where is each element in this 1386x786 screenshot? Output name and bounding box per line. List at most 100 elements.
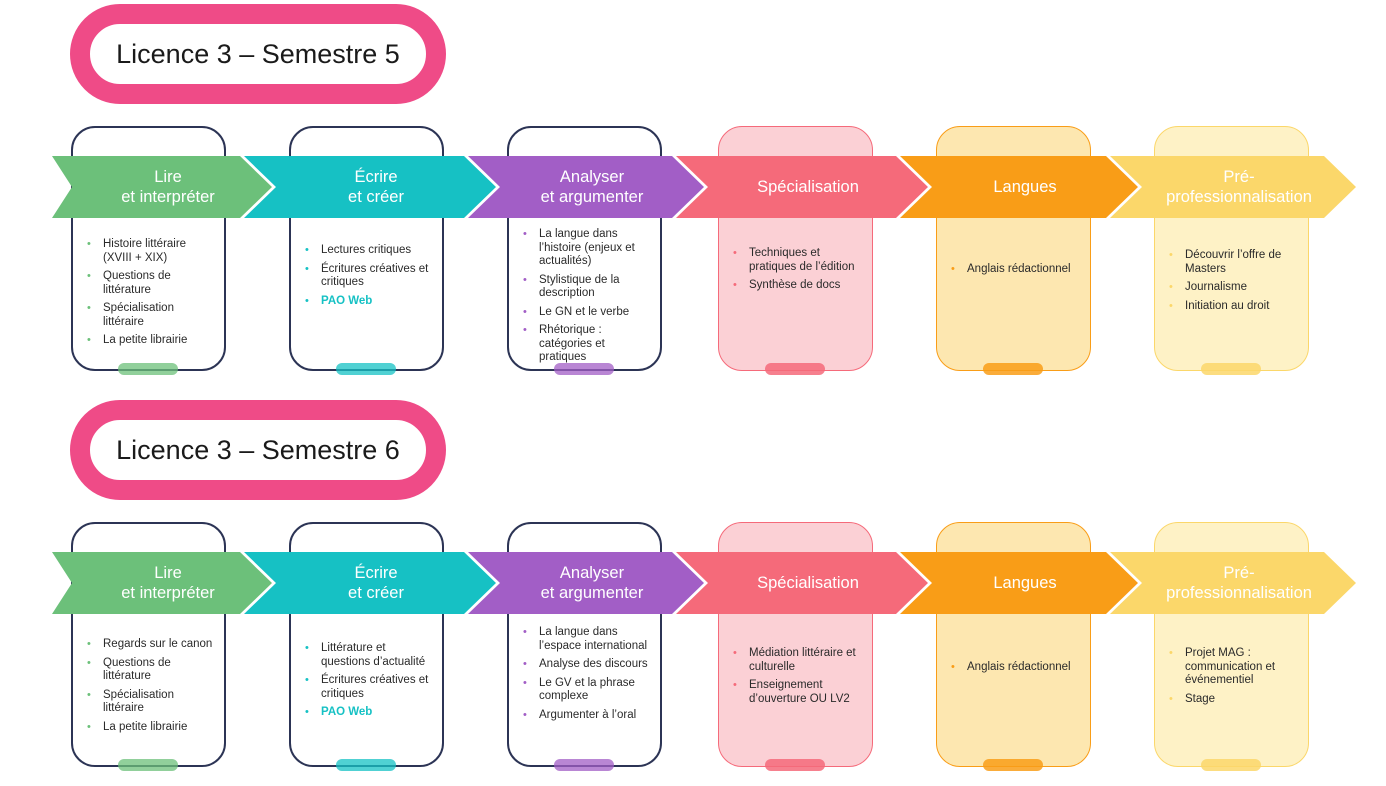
sem6-col1-tab (118, 759, 178, 771)
sem6-title: Licence 3 – Semestre 6 (116, 434, 400, 465)
sem5-col4-chevron: Spécialisation (676, 156, 928, 218)
list-item-text: Journalisme (1185, 281, 1247, 293)
list-item-text: Découvrir l’offre de Masters (1185, 249, 1282, 275)
list-item: • Questions de littérature (87, 657, 218, 684)
sem5-col1-label: Lire et interpréter (121, 168, 215, 206)
list-item: •Argumenter à l’oral (523, 709, 654, 723)
bullet-icon: • (87, 638, 91, 650)
list-item: • Questions de littérature (87, 270, 218, 297)
list-item-text: Spécialisation littéraire (103, 302, 174, 328)
bullet-icon: • (87, 334, 91, 346)
sem5-col1-chevron: Lire et interpréter (52, 156, 272, 218)
bullet-icon: • (87, 688, 91, 701)
sem6-col3-tab (554, 759, 614, 771)
sem5-col5-tab (983, 363, 1043, 375)
bullet-icon: • (87, 656, 91, 669)
bullet-icon: • (523, 273, 527, 286)
sem6-col5-label: Langues (993, 574, 1057, 592)
list-item-text: Écritures créatives et critiques (321, 674, 429, 700)
sem6-title-pill: Licence 3 – Semestre 6 (70, 400, 446, 500)
list-item: •Enseignement d’ouverture OU LV2 (733, 679, 866, 706)
bullet-icon: • (733, 247, 737, 259)
list-item-text: Questions de littérature (103, 656, 171, 683)
sem6-col2-tab (336, 759, 396, 771)
list-item: • Synthèse de docs (733, 279, 866, 293)
sem5-col5-label: Langues (993, 178, 1057, 196)
list-item: •PAO Web (305, 706, 436, 720)
sem6-col1-list: •Regards sur le canon•Questions de litté… (87, 638, 218, 739)
sem6-col2-label: Écrire et créer (348, 564, 404, 602)
sem6-col2-chevron: Écrire et créer (244, 552, 496, 614)
bullet-icon: • (87, 720, 91, 733)
sem5-col2-list: •Lectures critiques•Écritures créatives … (305, 244, 436, 313)
sem6-col4-label: Spécialisation (757, 574, 859, 592)
list-item: •Écritures créatives et critiques (305, 674, 436, 701)
sem5-col2-tab (336, 363, 396, 375)
list-item-text: Le GV et la phrase complexe (539, 676, 635, 703)
sem5-col6-list: • Découvrir l’offre de Masters • Journalism… (1169, 249, 1302, 318)
list-item-text: Médiation littéraire et culturelle (749, 647, 856, 673)
list-item: • Écritures créatives et critiques (305, 263, 436, 290)
sem5-col5-chevron: Langues (900, 156, 1138, 218)
list-item: •Projet MAG : communication et événement… (1169, 647, 1302, 688)
bullet-icon: • (523, 658, 527, 670)
bullet-icon: • (733, 279, 737, 291)
list-item: •Regards sur le canon (87, 638, 218, 652)
bullet-icon: • (87, 238, 91, 250)
sem6-col6-list: •Projet MAG : communication et événement… (1169, 647, 1302, 711)
list-item-text: Rhétorique : catégories et pratiques (539, 324, 605, 363)
list-item: • Spécialisation littéraire (87, 302, 218, 329)
sem5-section: Licence 3 – Semestre 5•Histoire littérai… (0, 0, 1386, 390)
list-item: • Découvrir l’offre de Masters (1169, 249, 1302, 276)
list-item-text: Synthèse de docs (749, 279, 841, 291)
list-item: •Initiation au droit (1169, 300, 1302, 314)
list-item: • Journalisme (1169, 281, 1302, 295)
sem5-col3-label: Analyser et argumenter (540, 168, 644, 206)
sem5-title-pill: Licence 3 – Semestre 5 (70, 4, 446, 104)
bullet-icon: • (87, 302, 91, 314)
sem6-col6-label: Pré- professionnalisation (1166, 564, 1312, 602)
bullet-icon: • (523, 708, 527, 721)
list-item: • La petite librairie (87, 721, 218, 735)
list-item-text: La petite librairie (103, 720, 188, 733)
sem6-col6-tab (1201, 759, 1261, 771)
sem5-col4-list: • Techniques et pratiques de l’édition • Sy… (733, 247, 866, 298)
bullet-icon: • (733, 679, 737, 691)
list-item: •Anglais rédactionnel (951, 661, 1084, 675)
list-item: •Anglais rédactionnel (951, 263, 1084, 277)
list-item: •La langue dans l’histoire (enjeux et ac… (523, 228, 654, 269)
list-item-text: Spécialisation littéraire (103, 688, 174, 715)
list-item-text: Écritures créatives et critiques (321, 262, 429, 289)
bullet-icon: • (523, 228, 527, 240)
list-item: • Analyse des discours (523, 658, 654, 672)
sem6-col1-chevron: Lire et interpréter (52, 552, 272, 614)
list-item: •Rhétorique : catégories et pratiques (523, 324, 654, 365)
sem6-col5-chevron: Langues (900, 552, 1138, 614)
list-item-text: Questions de littérature (103, 270, 171, 296)
bullet-icon: • (1169, 281, 1173, 293)
list-item: •Le GN et le verbe (523, 306, 654, 320)
sem5-col6-chevron: Pré- professionnalisation (1110, 156, 1356, 218)
bullet-icon: • (1169, 647, 1173, 659)
sem6-col5-tab (983, 759, 1043, 771)
bullet-icon: • (305, 262, 309, 275)
bullet-icon: • (1169, 249, 1173, 261)
list-item: •Stage (1169, 693, 1302, 707)
sem6-col4-list: • Médiation littéraire et culturelle •Ense… (733, 647, 866, 711)
bullet-icon: • (733, 647, 737, 659)
sem5-col6-label: Pré- professionnalisation (1166, 168, 1312, 206)
bullet-icon: • (523, 676, 527, 689)
sem6-col3-list: •La langue dans l’espace international•A… (523, 626, 654, 727)
list-item: •Stylistique de la description (523, 274, 654, 301)
list-item: •Littérature et questions d’actualité (305, 642, 436, 669)
bullet-icon: • (87, 270, 91, 282)
bullet-icon: • (951, 263, 955, 275)
list-item-text: Littérature et questions d’actualité (321, 642, 426, 668)
sem6-col5-list: •Anglais rédactionnel (951, 661, 1084, 680)
bullet-icon: • (305, 706, 309, 718)
sem5-col2-label: Écrire et créer (348, 168, 404, 206)
list-item-text: Analyse des discours (539, 658, 648, 670)
list-item-text: Techniques et pratiques de l’édition (749, 247, 855, 273)
sem5-col3-chevron: Analyser et argumenter (468, 156, 704, 218)
list-item: • Techniques et pratiques de l’édition (733, 247, 866, 274)
